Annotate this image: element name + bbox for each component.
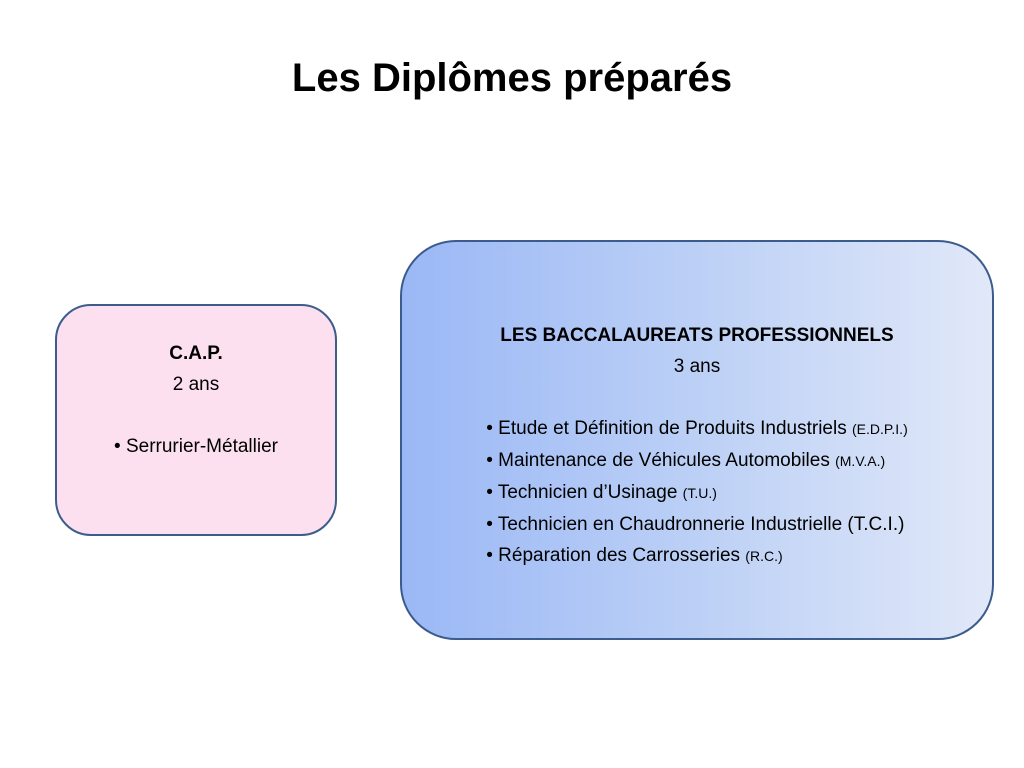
cap-box: C.A.P. 2 ans • Serrurier-Métallier xyxy=(55,304,337,536)
cap-heading: C.A.P. xyxy=(169,343,223,364)
cap-duration: 2 ans xyxy=(172,374,220,395)
bac-item-label: Technicien d’Usinage xyxy=(497,482,678,503)
bullet: • xyxy=(486,482,493,503)
bac-item: • Technicien en Chaudronnerie Industriel… xyxy=(486,509,908,540)
bac-list: • Etude et Définition de Produits Indust… xyxy=(486,413,908,572)
bac-item-abbr: (R.C.) xyxy=(745,548,783,564)
bullet: • xyxy=(486,514,493,535)
bac-item: • Réparation des Carrosseries (R.C.) xyxy=(486,540,908,572)
bullet: • xyxy=(486,418,493,439)
cap-item-label: Serrurier-Métallier xyxy=(125,436,278,457)
bac-box: LES BACCALAUREATS PROFESSIONNELS 3 ans •… xyxy=(400,240,994,640)
bac-item-label: Technicien en Chaudronnerie Industrielle… xyxy=(497,514,905,535)
bac-duration: 3 ans xyxy=(673,356,721,377)
bullet: • xyxy=(486,450,493,471)
bac-item-label: Réparation des Carrosseries xyxy=(498,545,741,566)
cap-item: • Serrurier-Métallier xyxy=(57,431,335,462)
bac-item-abbr: (T.U.) xyxy=(682,485,717,501)
bac-item-abbr: (M.V.A.) xyxy=(835,453,886,469)
spacer xyxy=(402,382,992,413)
bac-item-label: Maintenance de Véhicules Automobiles xyxy=(498,450,830,471)
bac-item: • Maintenance de Véhicules Automobiles (… xyxy=(486,445,908,477)
bac-item: • Etude et Définition de Produits Indust… xyxy=(486,413,908,445)
spacer xyxy=(57,400,335,431)
bac-heading: LES BACCALAUREATS PROFESSIONNELS xyxy=(500,325,894,346)
bullet: • xyxy=(114,436,121,457)
bac-item-abbr: (E.D.P.I.) xyxy=(851,421,908,437)
slide-title: Les Diplômes préparés xyxy=(291,56,733,100)
bullet: • xyxy=(486,545,493,566)
bac-item-label: Etude et Définition de Produits Industri… xyxy=(498,418,847,439)
bac-item: • Technicien d’Usinage (T.U.) xyxy=(486,477,908,509)
